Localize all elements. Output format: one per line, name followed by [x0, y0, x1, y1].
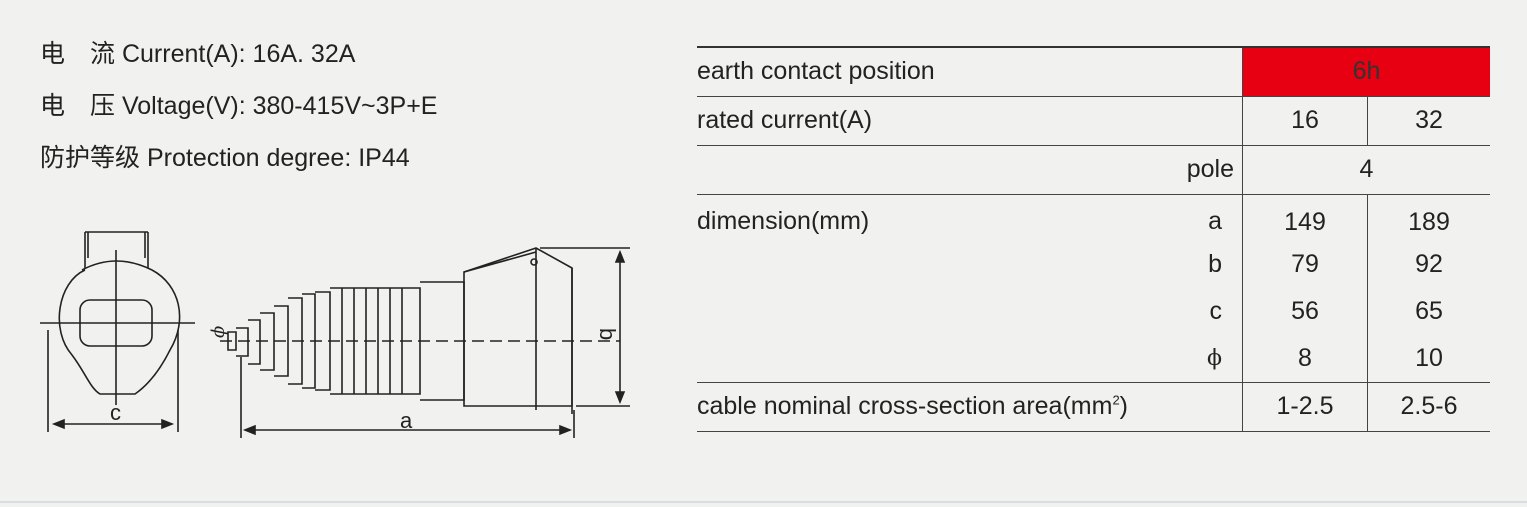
dim-b-32: 92: [1367, 241, 1490, 288]
row-earth-contact: earth contact position 6h: [697, 46, 1490, 96]
technical-drawing: c a b ϕ: [40, 231, 630, 438]
dim-a-16: 149: [1242, 193, 1368, 241]
dim-phi-16: 8: [1242, 335, 1368, 382]
dimension-label: dimension(mm): [697, 206, 870, 235]
dimension-name-phi: ϕ: [1207, 345, 1222, 371]
spec-current-text: Current(A): 16A. 32A: [121, 40, 356, 68]
earth-contact-label: earth contact position: [697, 46, 1243, 96]
label-phi: ϕ: [208, 326, 229, 338]
cable-area-label-sup: 2: [1112, 392, 1120, 408]
spec-voltage: 电 压 Voltage(V): 380-415V~3P+E: [40, 94, 437, 119]
spec-current: 电 流 Current(A): 16A. 32A: [40, 42, 355, 67]
rated-current-16: 16: [1242, 95, 1368, 145]
dim-phi-32: 10: [1367, 335, 1490, 382]
earth-contact-value: 6h: [1242, 46, 1490, 96]
rated-current-32: 32: [1367, 95, 1490, 145]
label-c: c: [110, 400, 121, 425]
pole-value: 4: [1242, 144, 1490, 194]
spec-voltage-cn: 电 压: [40, 92, 116, 120]
dimension-name-b: b: [1208, 250, 1222, 278]
row-cable-area: cable nominal cross-section area(mm2) 1-…: [697, 381, 1490, 432]
spec-current-cn: 电 流: [40, 40, 116, 68]
spec-voltage-text: Voltage(V): 380-415V~3P+E: [121, 92, 438, 120]
row-dimension-c: c 56 65: [697, 288, 1490, 335]
dim-a-32: 189: [1367, 193, 1490, 241]
cable-area-label-text: cable nominal cross-section area(mm: [697, 392, 1113, 420]
cable-area-32: 2.5-6: [1367, 381, 1490, 432]
row-dimension-phi: ϕ 8 10: [697, 335, 1490, 382]
dim-c-32: 65: [1367, 288, 1490, 335]
cable-area-label: cable nominal cross-section area(mm2): [697, 381, 1243, 432]
row-pole: pole 4: [697, 144, 1490, 194]
row-dimension-a: dimension(mm) a 149 189: [697, 193, 1490, 241]
dim-c-16: 56: [1242, 288, 1368, 335]
dimension-label-cell: dimension(mm) a: [697, 193, 1243, 241]
pole-label: pole: [697, 144, 1243, 194]
spec-protection: 防护等级 Protection degree: IP44: [40, 146, 410, 171]
spec-table: earth contact position 6h rated current(…: [697, 46, 1490, 432]
dim-b-16: 79: [1242, 241, 1368, 288]
side-view: [220, 247, 630, 438]
label-b: b: [595, 328, 620, 340]
rated-current-label: rated current(A): [697, 95, 1243, 145]
front-view: [40, 231, 195, 432]
dimension-name-a: a: [1208, 206, 1222, 235]
dimension-name-c: c: [1209, 297, 1223, 325]
row-dimension-b: b 79 92: [697, 241, 1490, 288]
label-a: a: [400, 408, 413, 433]
cable-area-label-end: ): [1119, 392, 1128, 420]
cable-area-16: 1-2.5: [1242, 381, 1368, 432]
bottom-divider: [0, 501, 1527, 503]
row-rated-current: rated current(A) 16 32: [697, 95, 1490, 145]
spec-protection-text: Protection degree: IP44: [146, 144, 410, 172]
spec-protection-cn: 防护等级: [40, 144, 141, 172]
